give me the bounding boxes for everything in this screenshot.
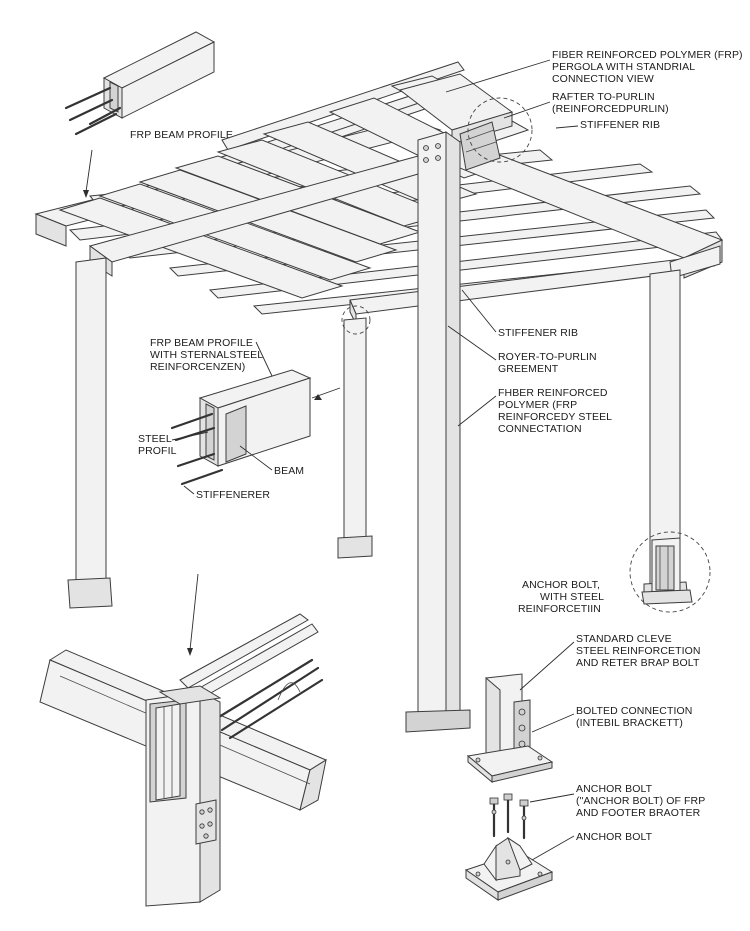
frp-beam-profile-top-label: FRP BEAM PROFILE: [130, 129, 233, 141]
fhber-line-2: POLYMER (FRP: [498, 399, 577, 411]
leader-stiffener-mid: [461, 289, 497, 333]
title-line-2: PERGOLA WITH STANDRIAL: [552, 61, 695, 73]
anchor-bolt-footer-line-2: ("ANCHOR BOLT) OF FRP: [576, 795, 705, 807]
frp-beam-profile-icon: [64, 31, 216, 136]
leader-beam: [239, 445, 273, 471]
royer-purlin-line-1: ROYER-TO-PURLIN: [498, 351, 597, 363]
leader-stiffener-top: [555, 125, 579, 129]
title-line-1: FIBER REINFORCED POLYMER (FRP): [552, 49, 743, 61]
fhber-line-4: CONNECTATION: [498, 423, 582, 435]
beam-label: BEAM: [274, 465, 304, 477]
steel-profil-line-1: STEEL: [138, 433, 172, 445]
stiffener-mid-label: STIFFENER RIB: [498, 327, 578, 339]
anchor-bolt-footer-line-1: ANCHOR BOLT: [576, 783, 653, 795]
arrowhead: [314, 394, 322, 400]
leader-fhber: [457, 395, 497, 427]
leader-bolted: [531, 713, 575, 733]
leader-steel-profil: [171, 431, 209, 441]
pergola-structure-icon: [34, 61, 724, 733]
leader-cleve: [519, 641, 575, 691]
leader-rafter: [503, 101, 551, 119]
anchor-base-plate-icon: [464, 793, 554, 901]
arrowhead: [83, 190, 89, 198]
standard-cleve-line-3: AND RETER BRAP BOLT: [576, 657, 700, 669]
leader-title: [445, 59, 551, 93]
bolted-connection-line-2: (INTEBIL BRACKETT): [576, 717, 683, 729]
leader-beam-mid-2: [311, 387, 341, 399]
standard-cleve-line-2: STEEL REINFORCETION: [576, 645, 701, 657]
leader-beam-mid: [255, 341, 273, 377]
leader-anchor-footer: [529, 793, 575, 803]
post-bracket-icon: [466, 673, 554, 784]
anchor-bolt-steel-line-1: ANCHOR BOLT,: [522, 579, 600, 591]
anchor-bolt-footer-line-3: AND FOOTER BRAOTER: [576, 807, 701, 819]
anchor-bolt-steel-line-2: WITH STEEL: [540, 591, 604, 603]
rafter-purlin-line-1: RAFTER TO-PURLIN: [552, 91, 655, 103]
anchor-right-detail: [629, 531, 711, 613]
leader-royer: [447, 325, 497, 361]
steel-profil-line-2: PROFIL: [138, 445, 177, 457]
fhber-line-1: FHBER REINFORCED: [498, 387, 608, 399]
beam-column-joint-icon: [39, 613, 328, 907]
steel-reinforced-beam-icon: [170, 369, 312, 486]
leader-anchor-bottom: [531, 835, 575, 861]
frp-beam-mid-line-1: FRP BEAM PROFILE: [150, 337, 253, 349]
stiffenerer-label: STIFFENERER: [196, 489, 270, 501]
frp-beam-mid-line-3: REINFORCENZEN): [150, 361, 245, 373]
frp-beam-mid-line-2: WITH STERNALSTEEL: [150, 349, 263, 361]
anchor-bolt-bottom-label: ANCHOR BOLT: [576, 831, 653, 843]
bolted-connection-line-1: BOLTED CONNECTION: [576, 705, 692, 717]
leader-beam-profile: [85, 149, 93, 193]
leader-joint: [189, 573, 199, 651]
royer-purlin-line-2: GREEMENT: [498, 363, 559, 375]
title-line-3: CONNECTION VIEW: [552, 73, 654, 85]
anchor-bolt-steel-line-3: REINFORCETIIN: [518, 603, 601, 615]
standard-cleve-line-1: STANDARD CLEVE: [576, 633, 672, 645]
rafter-purlin-line-2: (REINFORCEDPURLIN): [552, 103, 669, 115]
fhber-line-3: REINFORCEDY STEEL: [498, 411, 612, 423]
stiffener-top-label: STIFFENER RIB: [580, 119, 660, 131]
leader-stiffenerer: [183, 485, 195, 495]
arrowhead: [187, 648, 193, 656]
